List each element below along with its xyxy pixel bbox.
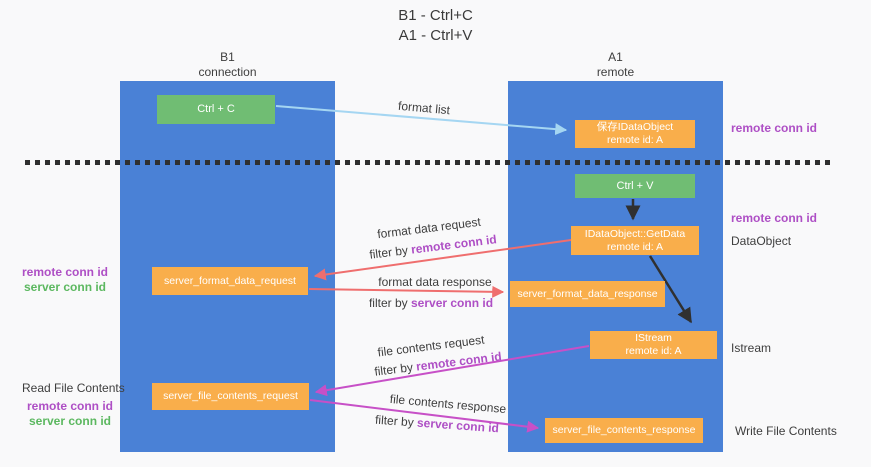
node-getdata-line2: remote id: A: [606, 240, 664, 253]
edge-label-file-contents-response: file contents response: [389, 391, 507, 417]
lane-header-b1: B1 connection: [120, 50, 335, 80]
server-conn-id-hl-1: server conn id: [411, 296, 494, 310]
edge-label-filter-server-2: filter by server conn id: [375, 413, 500, 436]
filter-by-text-4: filter by: [374, 412, 415, 430]
right-label-dataobject: DataObject: [731, 234, 792, 248]
arrow-format-data-response: [308, 285, 505, 298]
node-file-request-label: server_file_contents_request: [163, 390, 298, 402]
left-label-remote-conn-id-top: remote conn id: [21, 265, 108, 279]
node-istream: IStream remote id: A: [590, 331, 717, 359]
node-file-response-label: server_file_contents_response: [552, 424, 696, 436]
right-label-istream: Istream: [731, 341, 772, 355]
node-save-idataobject: 保存IDataObject remote id: A: [575, 120, 695, 148]
diagram-title: B1 - Ctrl+C A1 - Ctrl+V: [0, 6, 871, 46]
node-getdata-line1: IDataObject::GetData: [584, 227, 686, 240]
node-save-idataobject-line2: remote id: A: [606, 134, 664, 146]
node-ctrl-v: Ctrl + V: [575, 174, 695, 198]
node-save-idataobject-line1: 保存IDataObject: [596, 121, 674, 133]
node-format-request-label: server_format_data_request: [164, 274, 296, 287]
node-server-file-contents-request: server_file_contents_request: [152, 383, 309, 410]
title-line-2: A1 - Ctrl+V: [398, 27, 473, 44]
node-ctrl-c-label: Ctrl + C: [197, 103, 235, 115]
filter-by-text-2: filter by: [368, 296, 408, 310]
lane-b1-role: connection: [198, 65, 257, 79]
lane-a1-role: remote: [596, 65, 635, 79]
separator-dashed-line: [25, 160, 830, 165]
edge-label-format-list: format list: [397, 98, 451, 118]
right-label-remote-conn-id-mid: remote conn id: [731, 211, 818, 225]
node-istream-line2: remote id: A: [625, 345, 682, 357]
filter-by-text-3: filter by: [373, 360, 414, 379]
edge-label-filter-server-1: filter by server conn id: [369, 296, 493, 310]
remote-conn-id-hl-1: remote conn id: [410, 232, 498, 257]
lane-header-a1: A1 remote: [508, 50, 723, 80]
left-label-block-read-file: Read File Contents remote conn id server…: [22, 381, 125, 429]
lane-a1-name: A1: [608, 50, 623, 64]
left-label-server-conn-id-top: server conn id: [23, 280, 107, 294]
node-idataobject-getdata: IDataObject::GetData remote id: A: [571, 226, 699, 255]
left-label-read-file-contents: Read File Contents: [22, 381, 125, 395]
node-server-format-data-request: server_format_data_request: [152, 267, 308, 295]
right-label-write-file-contents: Write File Contents: [735, 424, 837, 438]
left-label-remote-conn-id-bottom: remote conn id: [26, 399, 113, 413]
server-conn-id-hl-2: server conn id: [416, 415, 500, 436]
node-istream-line1: IStream: [635, 332, 672, 344]
node-ctrl-v-label: Ctrl + V: [616, 179, 654, 192]
left-label-block-conn-ids: remote conn id server conn id: [20, 265, 110, 295]
lane-b1-name: B1: [220, 50, 235, 64]
node-ctrl-c: Ctrl + C: [157, 95, 275, 124]
left-label-server-conn-id-bottom: server conn id: [28, 414, 112, 428]
filter-by-text-1: filter by: [368, 243, 409, 262]
node-server-format-data-response: server_format_data_response: [510, 281, 665, 307]
edge-label-format-data-response: format data response: [378, 275, 492, 289]
title-line-1: B1 - Ctrl+C: [398, 7, 473, 24]
right-label-remote-conn-id-top: remote conn id: [731, 121, 818, 135]
node-server-file-contents-response: server_file_contents_response: [545, 418, 703, 443]
node-format-response-label: server_format_data_response: [517, 287, 658, 300]
